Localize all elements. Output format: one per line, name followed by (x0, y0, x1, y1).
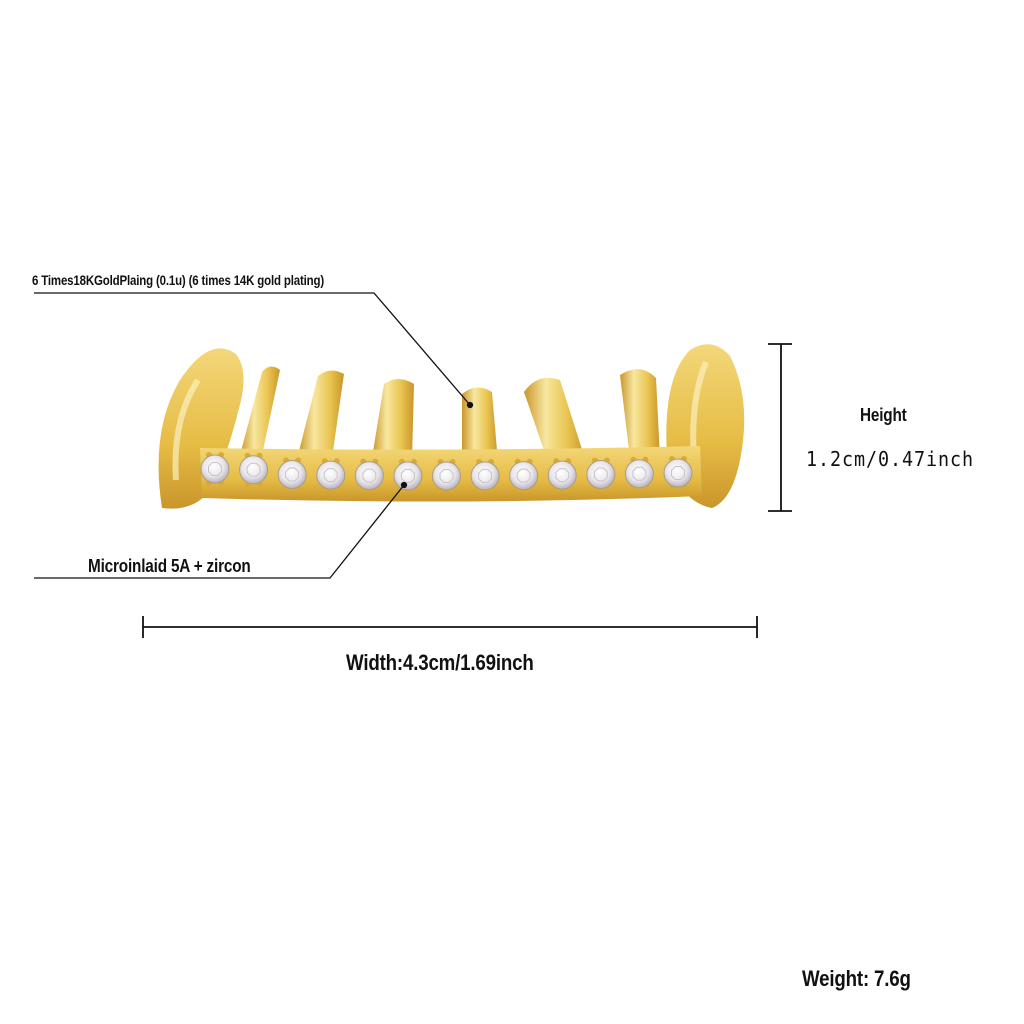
zircon-stone (509, 461, 539, 491)
zircon-stone (316, 460, 346, 490)
stone-facet (632, 466, 647, 481)
zircon-stone (470, 461, 500, 491)
zircon-stone (393, 461, 423, 491)
zircon-stone (432, 461, 461, 491)
stone-facet (516, 468, 531, 483)
stone-facet (323, 468, 338, 483)
zircon-stone (547, 460, 577, 490)
stone-facet (671, 466, 685, 480)
zircon-stone (277, 460, 307, 489)
stone-facet (362, 468, 377, 483)
stone-facet (246, 462, 261, 477)
grill-bar (524, 377, 586, 462)
zircon-stone (200, 454, 230, 484)
stone-leader-dot (400, 481, 408, 489)
stone-annotation: Microinlaid 5A + zircon (88, 556, 251, 576)
stone-facet (208, 462, 222, 476)
stone-facet (478, 468, 493, 483)
plating-annotation: 6 Times18KGoldPlaing (0.1u) (6 times 14K… (32, 272, 325, 288)
stone-facet (593, 467, 608, 482)
height-value: 1.2cm/0.47inch (806, 447, 974, 471)
stone-facet (555, 468, 570, 483)
weight-annotation: Weight: 7.6g (802, 966, 911, 991)
grill-bar (372, 379, 414, 460)
grill-bar (620, 369, 660, 458)
zircon-stone (624, 459, 654, 489)
zircon-stone (354, 461, 384, 491)
annotation-lines (34, 292, 792, 638)
stone-leader-line (34, 484, 405, 579)
stone-facet (285, 467, 300, 482)
plating-leader-dot (466, 401, 474, 409)
stone-facet (439, 469, 454, 483)
left-fang (158, 348, 244, 509)
width-annotation: Width:4.3cm/1.69inch (346, 650, 534, 675)
grill-bar (298, 370, 344, 458)
zircon-stone (586, 460, 616, 489)
stone-facet (400, 468, 415, 483)
zircon-stone (239, 455, 269, 485)
grill-bar (240, 366, 280, 455)
zircon-stone (663, 458, 693, 488)
zircon-stones (200, 452, 693, 493)
height-title: Height (860, 405, 907, 425)
plating-leader-line (34, 292, 471, 406)
